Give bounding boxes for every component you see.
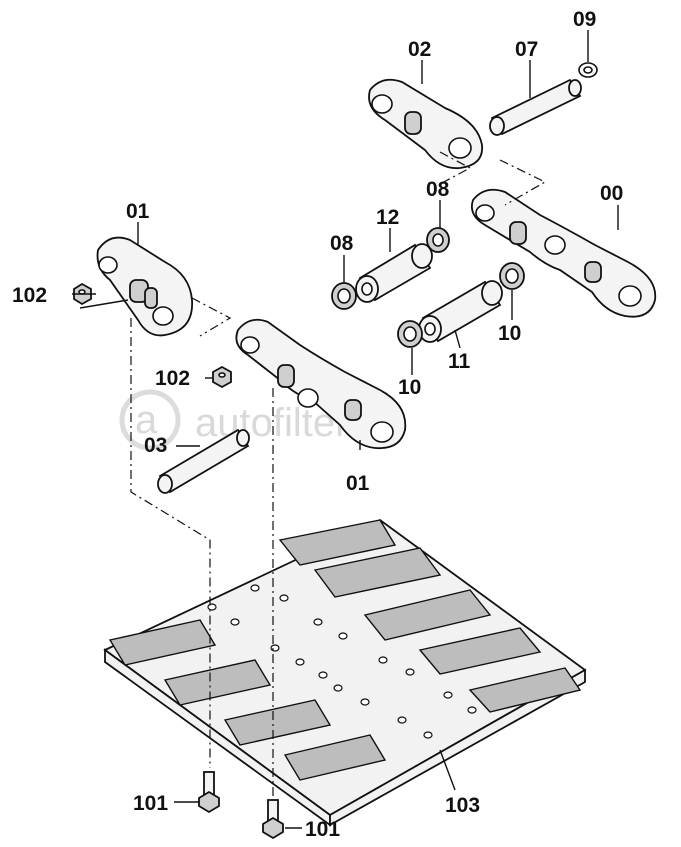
leader-lines (72, 30, 619, 829)
label-102-top: 102 (12, 284, 47, 307)
bushing-lower (418, 280, 503, 343)
label-09: 09 (573, 8, 596, 31)
bushing-upper (355, 243, 433, 303)
label-01-top: 01 (126, 200, 150, 223)
label-11: 11 (448, 350, 471, 373)
bolt-101-left (198, 771, 220, 814)
nut-102-mid (212, 365, 232, 389)
label-12: 12 (376, 206, 399, 229)
seal-08-right (426, 227, 450, 253)
label-101-right: 101 (305, 818, 340, 841)
label-103: 103 (445, 794, 480, 817)
pin-upper (489, 78, 582, 136)
track-link-left (96, 236, 193, 337)
centerlines (130, 151, 547, 798)
label-07: 07 (515, 38, 538, 61)
pin-lower (157, 428, 250, 494)
seal-10-left (397, 320, 423, 348)
label-10-right: 10 (498, 322, 521, 345)
seal-08-left (331, 282, 357, 310)
label-102-mid: 102 (155, 367, 190, 390)
track-link-middle (235, 318, 407, 450)
label-08-right: 08 (426, 178, 450, 201)
part-labels: 00 01 01 02 03 07 08 08 09 10 10 11 12 1… (12, 8, 623, 841)
label-02: 02 (408, 38, 431, 61)
label-03: 03 (144, 434, 167, 457)
label-00: 00 (600, 182, 623, 205)
label-10-left: 10 (398, 376, 421, 399)
seal-10-right (499, 262, 525, 290)
bolt-101-right (262, 799, 284, 840)
track-link-right (470, 188, 657, 318)
label-01-bottom: 01 (346, 472, 370, 495)
label-101-left: 101 (133, 792, 168, 815)
track-link-upper (368, 78, 483, 170)
label-08-left: 08 (330, 232, 354, 255)
snap-ring (578, 62, 598, 78)
track-shoe (103, 518, 587, 827)
svg-text:a: a (135, 398, 158, 442)
